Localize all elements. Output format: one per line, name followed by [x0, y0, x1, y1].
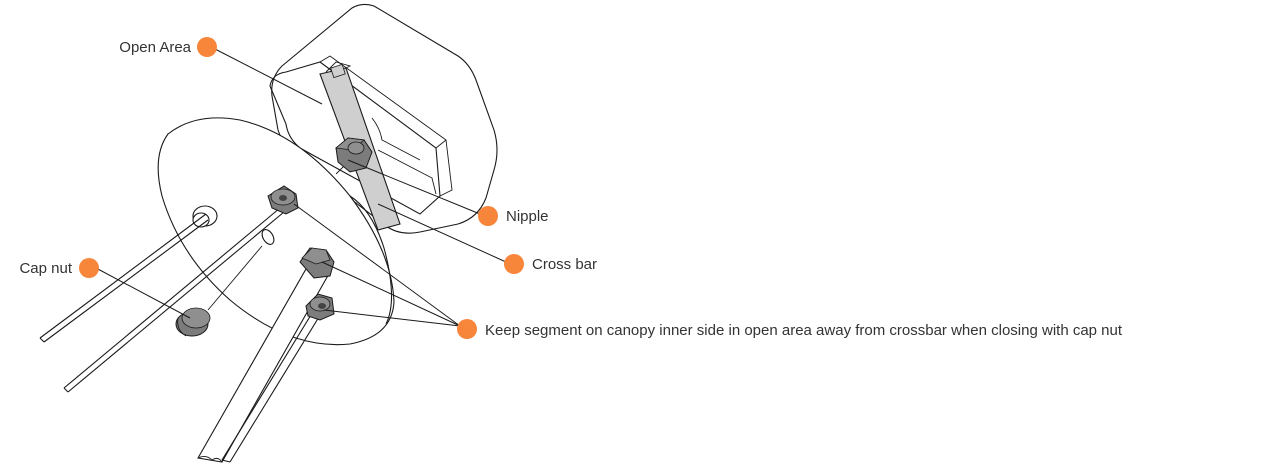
- callout-marker-keep-segment: [457, 319, 477, 339]
- label-cross-bar: Cross bar: [532, 256, 597, 273]
- label-cap-nut: Cap nut: [19, 260, 72, 277]
- nipple: [335, 137, 373, 175]
- rod-end-nut: [267, 185, 299, 215]
- callout-keep-segment: Keep segment on canopy inner side in ope…: [457, 319, 1123, 339]
- callout-nipple: Nipple: [478, 206, 549, 226]
- canopy-plate: [157, 117, 395, 346]
- label-keep-segment: Keep segment on canopy inner side in ope…: [485, 322, 1123, 339]
- fasteners: [175, 185, 335, 337]
- rod-cap-nut: [305, 293, 335, 321]
- label-open-area: Open Area: [119, 39, 191, 56]
- rods: [39, 207, 331, 463]
- label-nipple: Nipple: [506, 208, 549, 225]
- callout-open-area: Open Area: [119, 37, 217, 57]
- callout-marker-nipple: [478, 206, 498, 226]
- callout-cap-nut: Cap nut: [19, 258, 99, 278]
- callout-marker-cross-bar: [504, 254, 524, 274]
- loose-cap-nut: [175, 307, 211, 337]
- callout-marker-cap-nut: [79, 258, 99, 278]
- callout-marker-open-area: [197, 37, 217, 57]
- leader-lines: [95, 48, 507, 327]
- callout-cross-bar: Cross bar: [504, 254, 597, 274]
- tube-hex-nut: [299, 247, 335, 279]
